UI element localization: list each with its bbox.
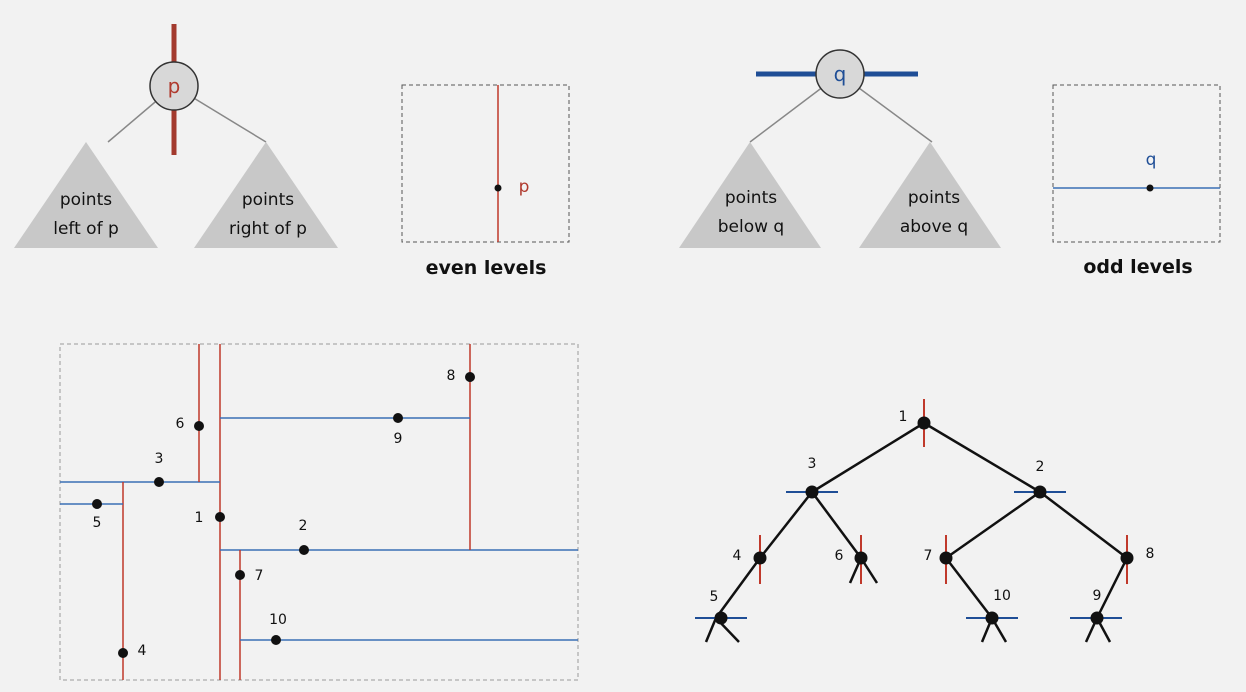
tree-node-1 bbox=[917, 416, 931, 430]
plane-point-9 bbox=[393, 413, 403, 423]
right-subtree-label-1: points bbox=[242, 190, 294, 210]
plane-point-5-label: 5 bbox=[93, 515, 102, 531]
plane-point-4 bbox=[118, 648, 128, 658]
tree-node-8 bbox=[1120, 551, 1134, 565]
even-box-point bbox=[494, 184, 502, 192]
tree-node-6-label: 6 bbox=[835, 548, 844, 564]
even-box-point-label: p bbox=[519, 177, 530, 197]
even-level-node-diagram: p points left of p points right of p bbox=[14, 24, 338, 248]
plane-point-8-label: 8 bbox=[447, 368, 456, 384]
node-q bbox=[815, 49, 865, 99]
odd-box-point-label: q bbox=[1146, 150, 1157, 170]
tree-node-3 bbox=[805, 485, 819, 499]
upper-subtree-label-2: above q bbox=[900, 217, 968, 237]
upper-subtree-triangle bbox=[859, 142, 1001, 248]
tree-node-4-label: 4 bbox=[733, 548, 742, 564]
even-level-box: p even levels bbox=[401, 84, 570, 279]
plane-subdivision: 1 2 3 4 5 6 7 8 9 10 bbox=[59, 343, 579, 681]
lower-subtree-label-2: below q bbox=[718, 217, 784, 237]
left-subtree-label-2: left of p bbox=[53, 219, 119, 239]
tree-node-3-label: 3 bbox=[808, 456, 817, 472]
plane-border bbox=[59, 343, 579, 681]
left-subtree-triangle bbox=[14, 142, 158, 248]
plane-point-7 bbox=[235, 570, 245, 580]
plane-point-5 bbox=[92, 499, 102, 509]
odd-levels-caption: odd levels bbox=[1083, 256, 1192, 278]
plane-point-4-label: 4 bbox=[138, 643, 147, 659]
plane-point-8 bbox=[465, 372, 475, 382]
tree-node-10 bbox=[985, 611, 999, 625]
tree-node-7-label: 7 bbox=[924, 548, 933, 564]
upper-subtree-label-1: points bbox=[908, 188, 960, 208]
tree-node-5 bbox=[714, 611, 728, 625]
plane-point-6 bbox=[194, 421, 204, 431]
node-p-label: p bbox=[168, 74, 181, 98]
kd-tree: 1 3 2 4 6 7 8 5 10 9 bbox=[695, 399, 1155, 643]
plane-point-6-label: 6 bbox=[176, 416, 185, 432]
odd-level-box: q odd levels bbox=[1052, 84, 1221, 278]
tree-node-2-label: 2 bbox=[1036, 459, 1045, 475]
odd-box-border bbox=[1052, 84, 1221, 243]
tree-node-9 bbox=[1090, 611, 1104, 625]
tree-node-5-label: 5 bbox=[710, 589, 719, 605]
tree-node-8-label: 8 bbox=[1146, 546, 1155, 562]
plane-point-3 bbox=[154, 477, 164, 487]
plane-point-9-label: 9 bbox=[394, 431, 403, 447]
tree-node-4 bbox=[753, 551, 767, 565]
tree-node-1-label: 1 bbox=[899, 409, 908, 425]
lower-subtree-label-1: points bbox=[725, 188, 777, 208]
odd-level-node-diagram: q points below q points above q bbox=[679, 49, 1001, 248]
left-subtree-label-1: points bbox=[60, 190, 112, 210]
node-q-label: q bbox=[834, 62, 847, 86]
tree-node-9-label: 9 bbox=[1093, 588, 1102, 604]
plane-point-1 bbox=[215, 512, 225, 522]
plane-point-3-label: 3 bbox=[155, 451, 164, 467]
plane-point-10-label: 10 bbox=[269, 612, 287, 628]
tree-node-2 bbox=[1033, 485, 1047, 499]
plane-point-1-label: 1 bbox=[195, 510, 204, 526]
even-levels-caption: even levels bbox=[426, 257, 547, 279]
tree-node-10-label: 10 bbox=[993, 588, 1011, 604]
odd-box-point bbox=[1146, 184, 1154, 192]
tree-node-7 bbox=[939, 551, 953, 565]
even-box-border bbox=[401, 84, 570, 243]
plane-point-2 bbox=[299, 545, 309, 555]
tree-edges bbox=[704, 421, 1129, 643]
node-p bbox=[149, 61, 199, 111]
plane-point-7-label: 7 bbox=[255, 568, 264, 584]
plane-point-10 bbox=[271, 635, 281, 645]
tree-node-6 bbox=[854, 551, 868, 565]
right-subtree-label-2: right of p bbox=[229, 219, 307, 239]
plane-point-2-label: 2 bbox=[299, 518, 308, 534]
right-subtree-triangle bbox=[194, 142, 338, 248]
lower-subtree-triangle bbox=[679, 142, 821, 248]
